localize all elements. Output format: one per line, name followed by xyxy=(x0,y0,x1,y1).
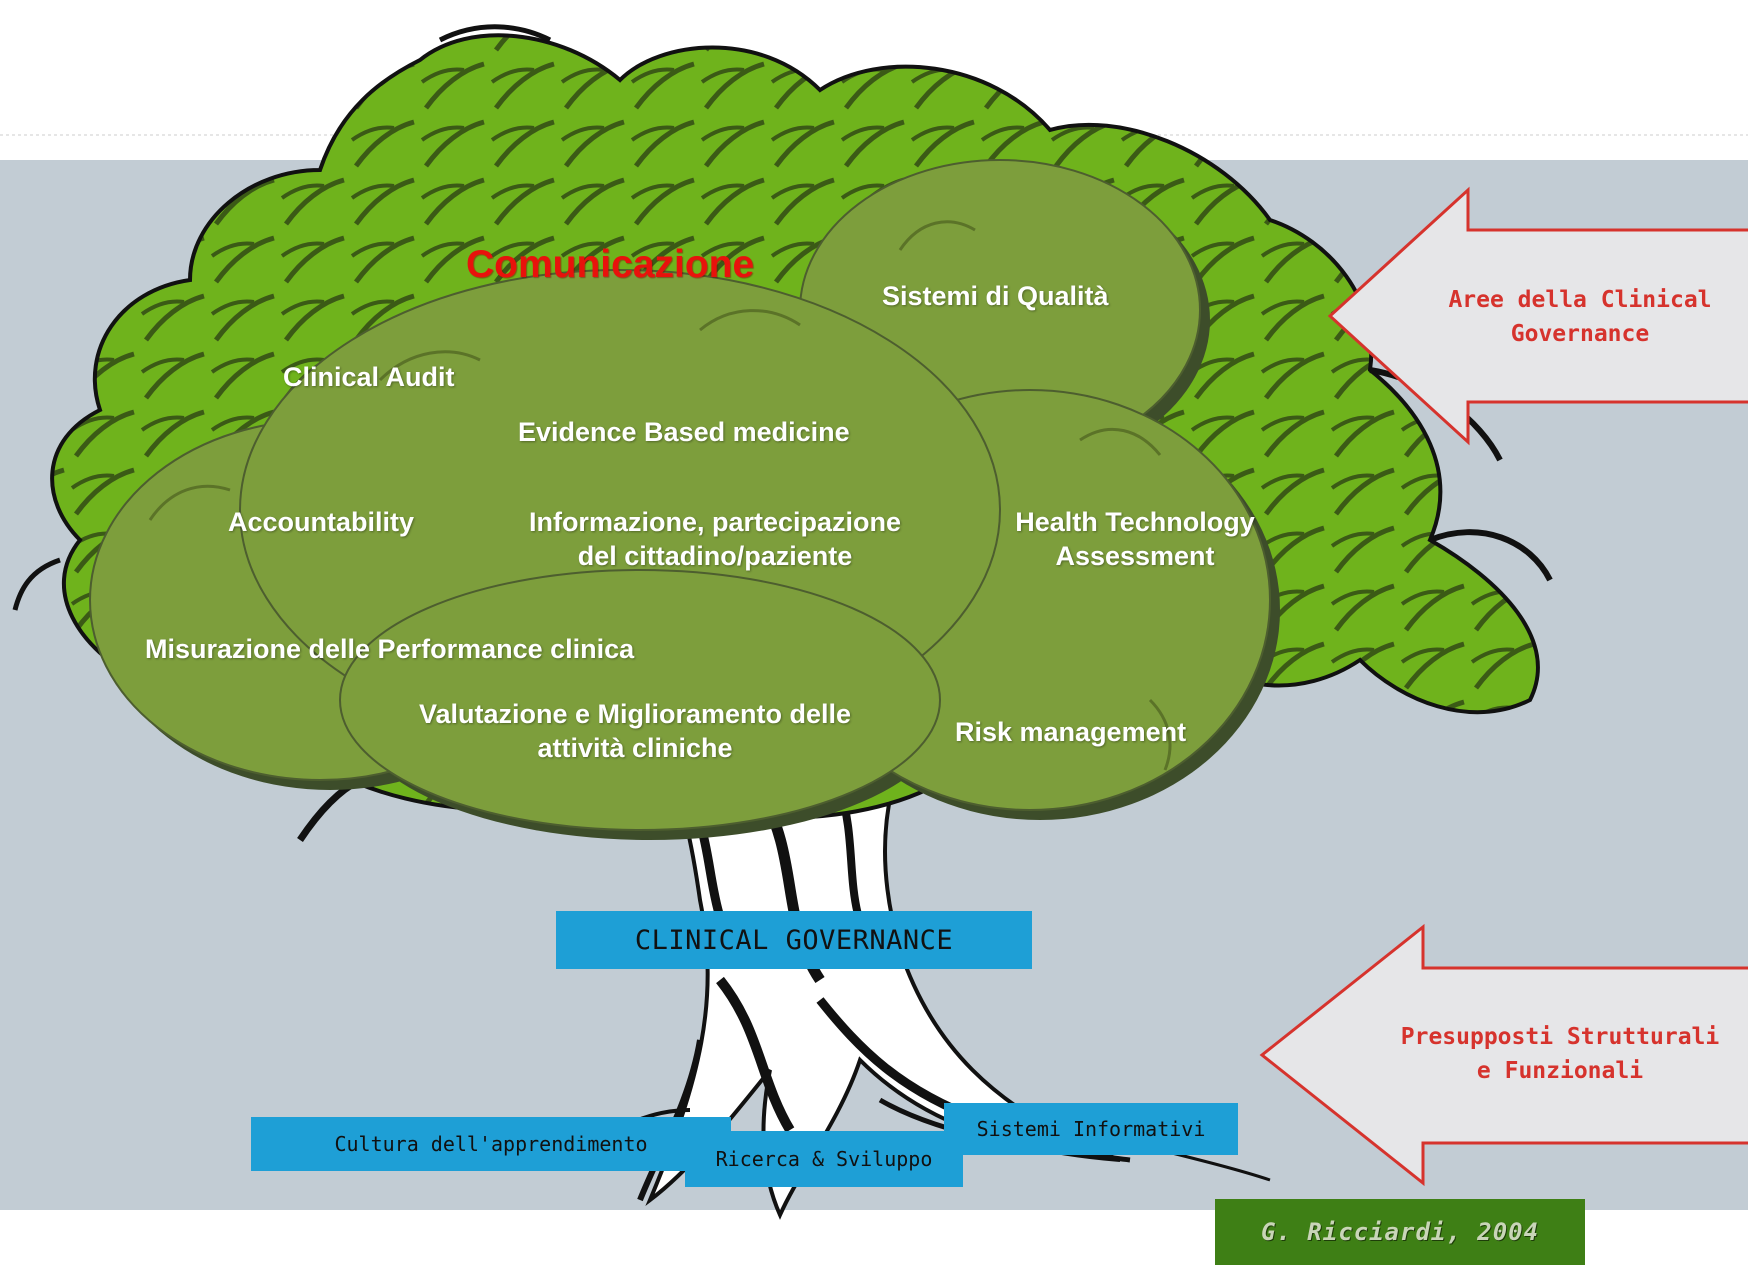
label-accountability: Accountability xyxy=(228,507,415,537)
label-risk-management: Risk management xyxy=(955,717,1187,747)
label-hta-line1: Health Technology xyxy=(1015,507,1255,537)
arrow-aree-line2: Governance xyxy=(1510,321,1650,347)
arrow-presupposti-line1: Presupposti Strutturali xyxy=(1400,1024,1720,1050)
label-valutazione: Valutazione e Miglioramento delle attivi… xyxy=(390,697,880,765)
label-valutazione-line1: Valutazione e Miglioramento delle xyxy=(418,699,852,729)
label-informazione-line2: del cittadino/paziente xyxy=(577,541,853,571)
label-evidence-based-medicine: Evidence Based medicine xyxy=(518,417,850,447)
label-valutazione-line2: attività cliniche xyxy=(537,733,733,763)
label-hta: Health Technology Assessment xyxy=(1000,505,1270,573)
label-informazione: Informazione, partecipazione del cittadi… xyxy=(500,505,930,573)
arrow-aree-line1: Aree della Clinical xyxy=(1448,287,1712,313)
root-sistemi-informativi-box: Sistemi Informativi xyxy=(944,1103,1238,1155)
label-informazione-line1: Informazione, partecipazione xyxy=(528,507,902,537)
label-sistemi-qualita: Sistemi di Qualità xyxy=(882,281,1109,311)
canopy-clouds xyxy=(89,159,1280,840)
arrow-aree xyxy=(1327,186,1748,446)
canopy-title: Comunicazione xyxy=(466,243,755,286)
author-credit: G. Ricciardi, 2004 xyxy=(1215,1199,1585,1265)
arrow-presupposti-text: Presupposti Strutturali e Funzionali xyxy=(1380,1020,1740,1088)
label-hta-line2: Assessment xyxy=(1055,541,1215,571)
arrow-aree-text: Aree della Clinical Governance xyxy=(1430,283,1730,351)
arrow-presupposti xyxy=(1259,923,1748,1187)
root-cultura-box: Cultura dell'apprendimento xyxy=(251,1117,731,1171)
arrow-presupposti-line2: e Funzionali xyxy=(1476,1058,1644,1084)
clinical-governance-box: CLINICAL GOVERNANCE xyxy=(556,911,1032,969)
label-misurazione: Misurazione delle Performance clinica xyxy=(145,634,635,664)
label-clinical-audit: Clinical Audit xyxy=(283,362,455,392)
root-ricerca-box: Ricerca & Sviluppo xyxy=(685,1131,963,1187)
